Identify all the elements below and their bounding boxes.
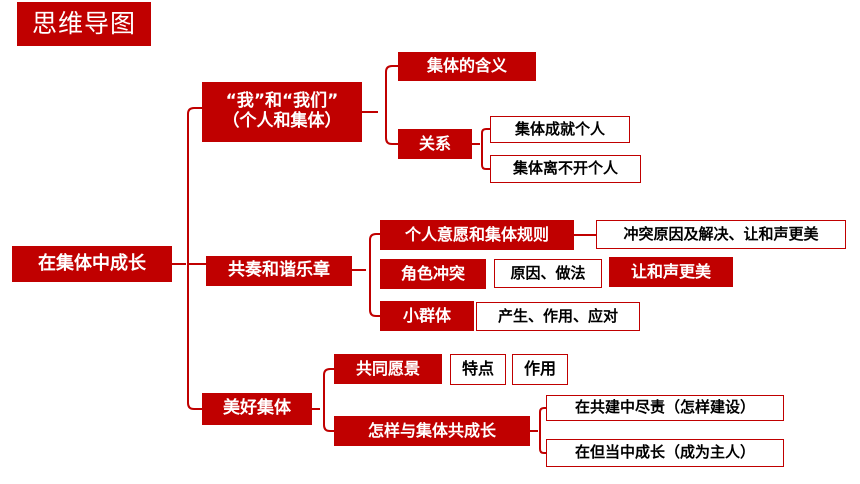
relation-item: 集体成就个人: [490, 116, 630, 143]
grow-item: 在但当中成长（成为主人）: [546, 439, 784, 467]
relation-node: 关系: [398, 129, 472, 159]
branch3-node: 美好集体: [202, 393, 312, 425]
grow-node: 怎样与集体共成长: [334, 416, 530, 446]
role-detail: 原因、做法: [494, 259, 602, 288]
rules-detail: 冲突原因及解决、让和声更美: [596, 220, 846, 249]
small-group-detail: 产生、作用、应对: [476, 302, 640, 331]
page-title: 思维导图: [17, 2, 151, 46]
relation-item: 集体离不开个人: [490, 155, 641, 183]
meaning-node: 集体的含义: [398, 52, 536, 81]
role-conflict-node: 角色冲突: [380, 259, 486, 289]
branch1-label-line2: （个人和集体）: [222, 111, 342, 131]
role-detail-highlight: 让和声更美: [609, 257, 733, 287]
vision-node: 共同愿景: [334, 354, 442, 384]
relation-bracket: [472, 128, 490, 170]
root-node: 在集体中成长: [12, 246, 172, 282]
branch3-bracket: [312, 368, 334, 432]
branch1-label-line1: “我”和“我们”: [225, 91, 339, 112]
branch1-bracket: [362, 65, 398, 145]
grow-item: 在共建中尽责（怎样建设）: [546, 395, 784, 421]
small-group-node: 小群体: [380, 301, 474, 331]
rules-node: 个人意愿和集体规则: [380, 220, 574, 250]
vision-role: 作用: [512, 354, 568, 385]
branch1-node: “我”和“我们” （个人和集体）: [202, 82, 362, 142]
branch2-bracket: [352, 233, 380, 317]
root-bracket: [172, 107, 206, 410]
grow-bracket: [530, 407, 546, 454]
branch2-node: 共奏和谐乐章: [206, 256, 352, 286]
vision-feature: 特点: [450, 354, 506, 385]
